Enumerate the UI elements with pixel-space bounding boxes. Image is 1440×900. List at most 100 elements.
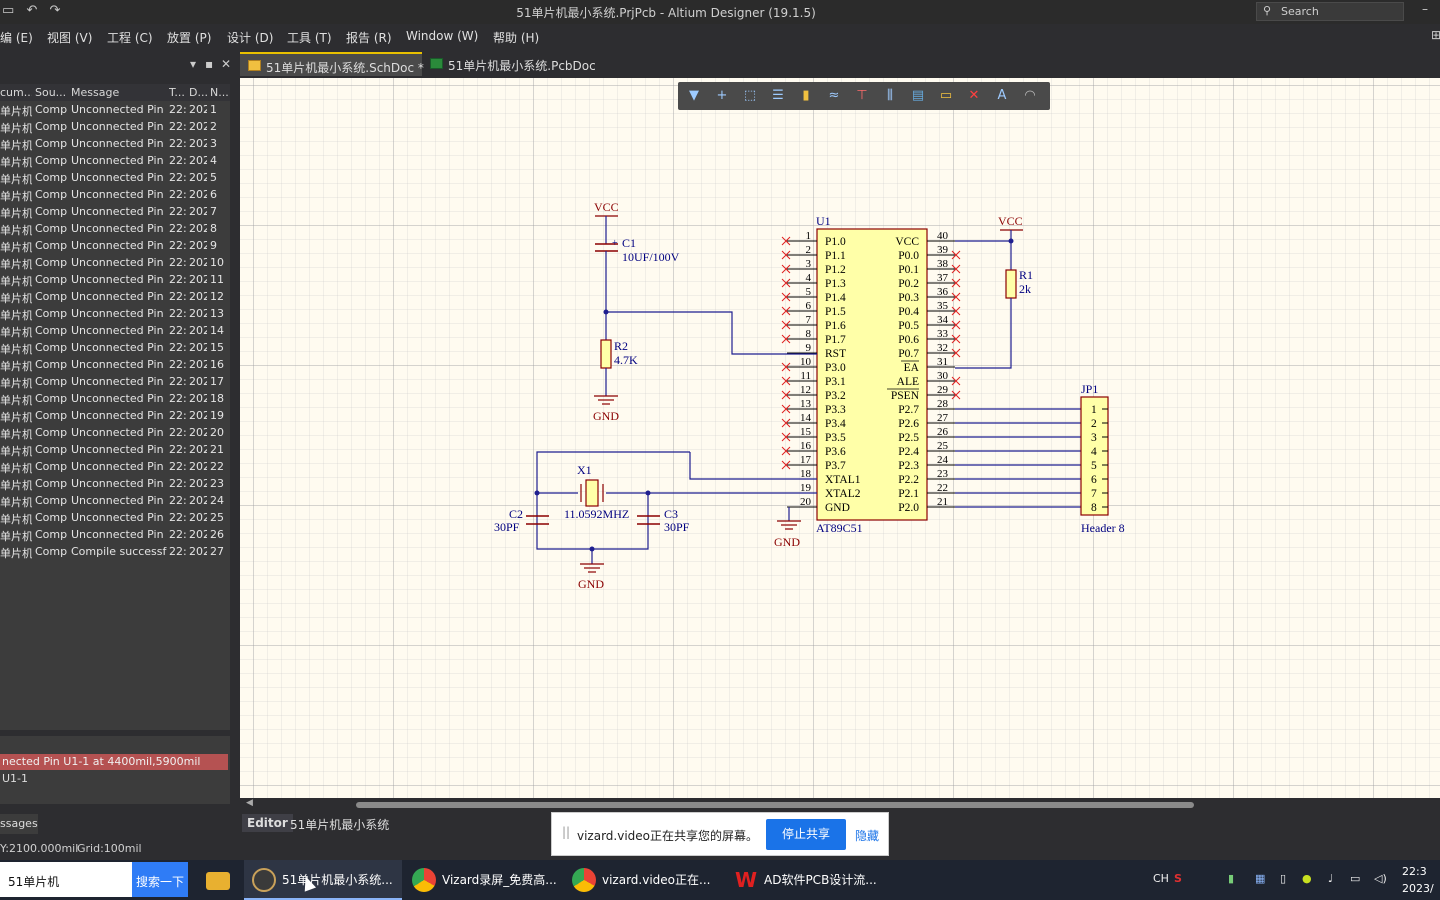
sogou-icon[interactable]: S bbox=[1174, 872, 1182, 885]
r2-body[interactable] bbox=[600, 339, 612, 369]
menu-project[interactable]: 工程 (C) bbox=[107, 31, 153, 45]
stop-sharing-button[interactable]: 停止共享 bbox=[766, 819, 846, 850]
taskbar-item-altium[interactable]: 51单片机最小系统... bbox=[244, 860, 402, 900]
menu-place[interactable]: 放置 (P) bbox=[167, 31, 212, 45]
sheet-icon[interactable]: ▤ bbox=[911, 88, 925, 103]
menu-edit[interactable]: 编 (E) bbox=[0, 31, 33, 45]
col-header-document[interactable]: cum... bbox=[0, 86, 32, 99]
menu-view[interactable]: 视图 (V) bbox=[47, 31, 93, 45]
r1-body[interactable] bbox=[1005, 269, 1017, 299]
open-folder-icon[interactable]: ▭ bbox=[2, 3, 15, 18]
redo-icon[interactable]: ↷ bbox=[49, 3, 61, 18]
port-icon[interactable]: ▭ bbox=[939, 88, 953, 103]
panel-pin-icon[interactable]: ▪ bbox=[205, 57, 214, 71]
volume-icon[interactable]: ◁) bbox=[1374, 872, 1387, 885]
arc-icon[interactable]: ◠ bbox=[1024, 88, 1036, 103]
scroll-thumb[interactable] bbox=[356, 802, 1194, 808]
clock[interactable]: 22:3 2023/ bbox=[1402, 863, 1434, 897]
tab-pcbdoc[interactable]: 51单片机最小系统.PcbDoc bbox=[422, 52, 602, 76]
app-tray-icon[interactable]: ● bbox=[1302, 872, 1312, 885]
taskbar-search-input[interactable]: 51单片机 bbox=[0, 862, 132, 897]
col-header-source[interactable]: Sou... bbox=[35, 86, 67, 99]
taskbar-item-vizard-share[interactable]: vizard.video正在... bbox=[564, 860, 722, 900]
u1-body[interactable] bbox=[816, 228, 928, 521]
taskbar-search-button[interactable]: 搜索一下 bbox=[132, 862, 188, 897]
windows-icon[interactable]: ▦ bbox=[1255, 872, 1266, 885]
taskbar-item-wps[interactable]: W AD软件PCB设计流... bbox=[726, 860, 884, 900]
bus-icon[interactable]: ⫼ bbox=[887, 88, 893, 103]
minimize-icon[interactable]: – bbox=[1422, 2, 1428, 16]
file-explorer-button[interactable] bbox=[198, 860, 238, 900]
messages-tab[interactable]: ssages bbox=[0, 814, 38, 834]
menu-reports[interactable]: 报告 (R) bbox=[346, 31, 392, 45]
tab-sheet[interactable]: 51单片机最小系统 bbox=[290, 818, 390, 832]
align-icon[interactable]: ☰ bbox=[772, 88, 784, 103]
tab-editor[interactable]: Editor bbox=[242, 814, 293, 832]
scroll-left-icon[interactable]: ◀ bbox=[246, 798, 253, 808]
tab-schdoc[interactable]: 51单片机最小系统.SchDoc * bbox=[240, 52, 424, 76]
menu-tools[interactable]: 工具 (T) bbox=[287, 31, 332, 45]
hide-button[interactable]: 隐藏 bbox=[855, 829, 880, 843]
ime-indicator[interactable]: CH bbox=[1153, 872, 1169, 885]
usb-icon[interactable]: ▯ bbox=[1280, 872, 1287, 885]
component-icon[interactable]: ▮ bbox=[802, 88, 810, 103]
col-header-number[interactable]: N... bbox=[210, 86, 229, 99]
search-box[interactable]: ⚲ Search bbox=[1256, 2, 1404, 21]
no-erc-icon[interactable]: ✕ bbox=[968, 88, 980, 103]
selected-message-detail[interactable]: nected Pin U1-1 at 4400mil,5900mil bbox=[0, 754, 228, 770]
detail-object[interactable]: U1-1 bbox=[2, 772, 29, 785]
col-header-time[interactable]: T... bbox=[169, 86, 185, 99]
drag-handle-icon[interactable]: || bbox=[562, 825, 571, 839]
filter-icon[interactable]: ▼ bbox=[689, 88, 699, 103]
menu-help[interactable]: 帮助 (H) bbox=[493, 31, 540, 45]
pin-icon[interactable]: ⊞ bbox=[1431, 28, 1440, 42]
text-icon[interactable]: A bbox=[997, 88, 1007, 103]
select-rect-icon[interactable]: ⬚ bbox=[743, 88, 757, 103]
col-header-message[interactable]: Message bbox=[71, 86, 120, 99]
microphone-icon[interactable]: ♩ bbox=[1328, 872, 1334, 885]
x1-body[interactable] bbox=[585, 479, 599, 507]
panel-menu-icon[interactable]: ▾ bbox=[190, 57, 197, 71]
horizontal-scrollbar[interactable]: ◀ bbox=[240, 798, 1440, 811]
jp1-body[interactable] bbox=[1080, 396, 1109, 516]
col-header-date[interactable]: D... bbox=[189, 86, 207, 99]
network-icon[interactable]: ▭ bbox=[1350, 872, 1361, 885]
undo-icon[interactable]: ↶ bbox=[26, 3, 38, 18]
cross-icon[interactable]: + bbox=[716, 88, 728, 103]
menu-design[interactable]: 设计 (D) bbox=[227, 31, 274, 45]
taskbar-item-vizard[interactable]: Vizard录屏_免费高... bbox=[404, 860, 562, 900]
battery-icon[interactable]: ▮ bbox=[1228, 872, 1235, 885]
power-port-icon[interactable]: ⊤ bbox=[856, 88, 868, 103]
wire-icon[interactable]: ≈ bbox=[828, 88, 840, 103]
panel-close-icon[interactable]: ✕ bbox=[221, 57, 232, 71]
menu-window[interactable]: Window (W) bbox=[406, 29, 479, 43]
